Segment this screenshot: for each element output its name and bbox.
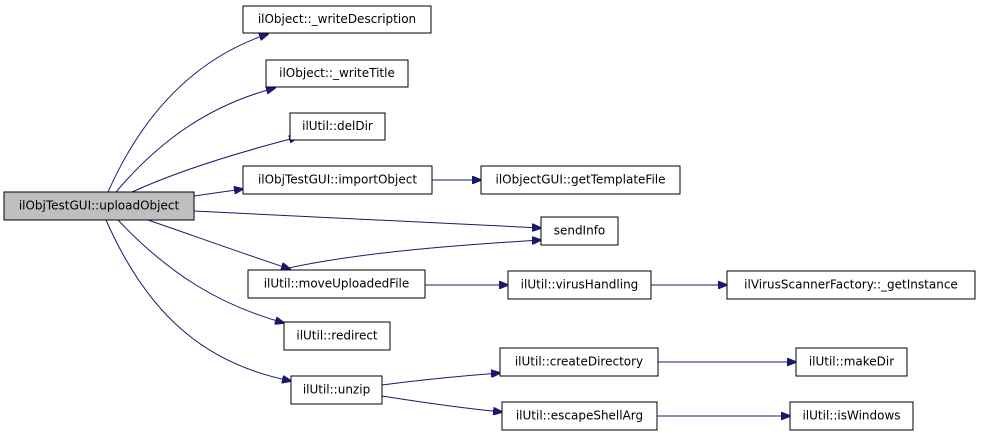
node-create-directory-box xyxy=(499,347,659,377)
edge-root-to-import-object xyxy=(193,189,243,197)
node-unzip[interactable]: ilUtil::unzip xyxy=(290,375,383,405)
node-root-label: ilObjTestGUI::uploadObject xyxy=(19,199,180,213)
node-write-description[interactable]: ilObject::_writeDescription xyxy=(242,5,432,34)
edge-root-to-redirect xyxy=(117,219,284,323)
node-get-template-file[interactable]: ilObjectGUI::getTemplateFile xyxy=(480,165,681,195)
node-get-template-file-box xyxy=(480,165,681,195)
node-virus-handling-box xyxy=(507,270,652,300)
node-del-dir-label: ilUtil::delDir xyxy=(302,119,373,133)
node-get-instance-box xyxy=(726,270,976,300)
node-is-windows-box xyxy=(789,401,914,431)
edges xyxy=(105,34,796,416)
node-make-dir[interactable]: ilUtil::makeDir xyxy=(795,347,908,377)
node-move-uploaded-file-label: ilUtil::moveUploadedFile xyxy=(264,277,410,291)
edge-root-to-write-title xyxy=(115,88,275,193)
node-write-title-label: ilObject::_writeTitle xyxy=(279,66,395,80)
edge-root-to-unzip xyxy=(105,219,291,381)
node-import-object-label: ilObjTestGUI::importObject xyxy=(258,173,417,187)
node-get-instance[interactable]: ilVirusScannerFactory::_getInstance xyxy=(726,270,976,300)
node-get-template-file-label: ilObjectGUI::getTemplateFile xyxy=(496,173,666,187)
edge-root-to-move-uploaded-file xyxy=(147,219,290,269)
edge-root-to-del-dir xyxy=(131,137,298,193)
node-write-description-label: ilObject::_writeDescription xyxy=(258,12,416,26)
edge-root-to-send-info xyxy=(193,210,541,228)
node-move-uploaded-file[interactable]: ilUtil::moveUploadedFile xyxy=(247,269,426,299)
node-write-title[interactable]: ilObject::_writeTitle xyxy=(265,59,409,88)
node-is-windows-label: ilUtil::isWindows xyxy=(802,409,900,423)
node-write-title-box xyxy=(265,59,409,88)
node-make-dir-label: ilUtil::makeDir xyxy=(809,355,894,369)
node-root-box xyxy=(3,191,195,221)
edge-unzip-to-create-directory xyxy=(381,373,500,386)
node-del-dir[interactable]: ilUtil::delDir xyxy=(289,112,386,141)
node-get-instance-label: ilVirusScannerFactory::_getInstance xyxy=(744,278,958,292)
node-unzip-label: ilUtil::unzip xyxy=(303,383,370,397)
node-create-directory-label: ilUtil::createDirectory xyxy=(515,355,643,369)
node-virus-handling-label: ilUtil::virusHandling xyxy=(521,278,639,292)
node-move-uploaded-file-box xyxy=(247,269,426,299)
node-escape-shell-arg-label: ilUtil::escapeShellArg xyxy=(516,409,643,423)
edge-root-to-write-description xyxy=(107,34,268,193)
node-import-object-box xyxy=(242,165,433,195)
node-send-info-label: sendInfo xyxy=(554,224,606,238)
node-send-info[interactable]: sendInfo xyxy=(540,216,619,246)
node-make-dir-box xyxy=(795,347,908,377)
node-unzip-box xyxy=(290,375,383,405)
edge-move-uploaded-file-to-send-info xyxy=(283,240,541,270)
node-redirect[interactable]: ilUtil::redirect xyxy=(283,321,391,351)
node-escape-shell-arg[interactable]: ilUtil::escapeShellArg xyxy=(501,401,658,431)
node-send-info-box xyxy=(540,216,619,246)
node-is-windows[interactable]: ilUtil::isWindows xyxy=(789,401,914,431)
node-write-description-box xyxy=(242,5,432,34)
node-escape-shell-arg-box xyxy=(501,401,658,431)
node-del-dir-box xyxy=(289,112,386,141)
node-redirect-box xyxy=(283,321,391,351)
node-create-directory[interactable]: ilUtil::createDirectory xyxy=(499,347,659,377)
node-redirect-label: ilUtil::redirect xyxy=(296,329,378,343)
node-virus-handling[interactable]: ilUtil::virusHandling xyxy=(507,270,652,300)
edge-unzip-to-escape-shell-arg xyxy=(381,395,502,412)
node-root[interactable]: ilObjTestGUI::uploadObject xyxy=(3,191,195,221)
node-import-object[interactable]: ilObjTestGUI::importObject xyxy=(242,165,433,195)
